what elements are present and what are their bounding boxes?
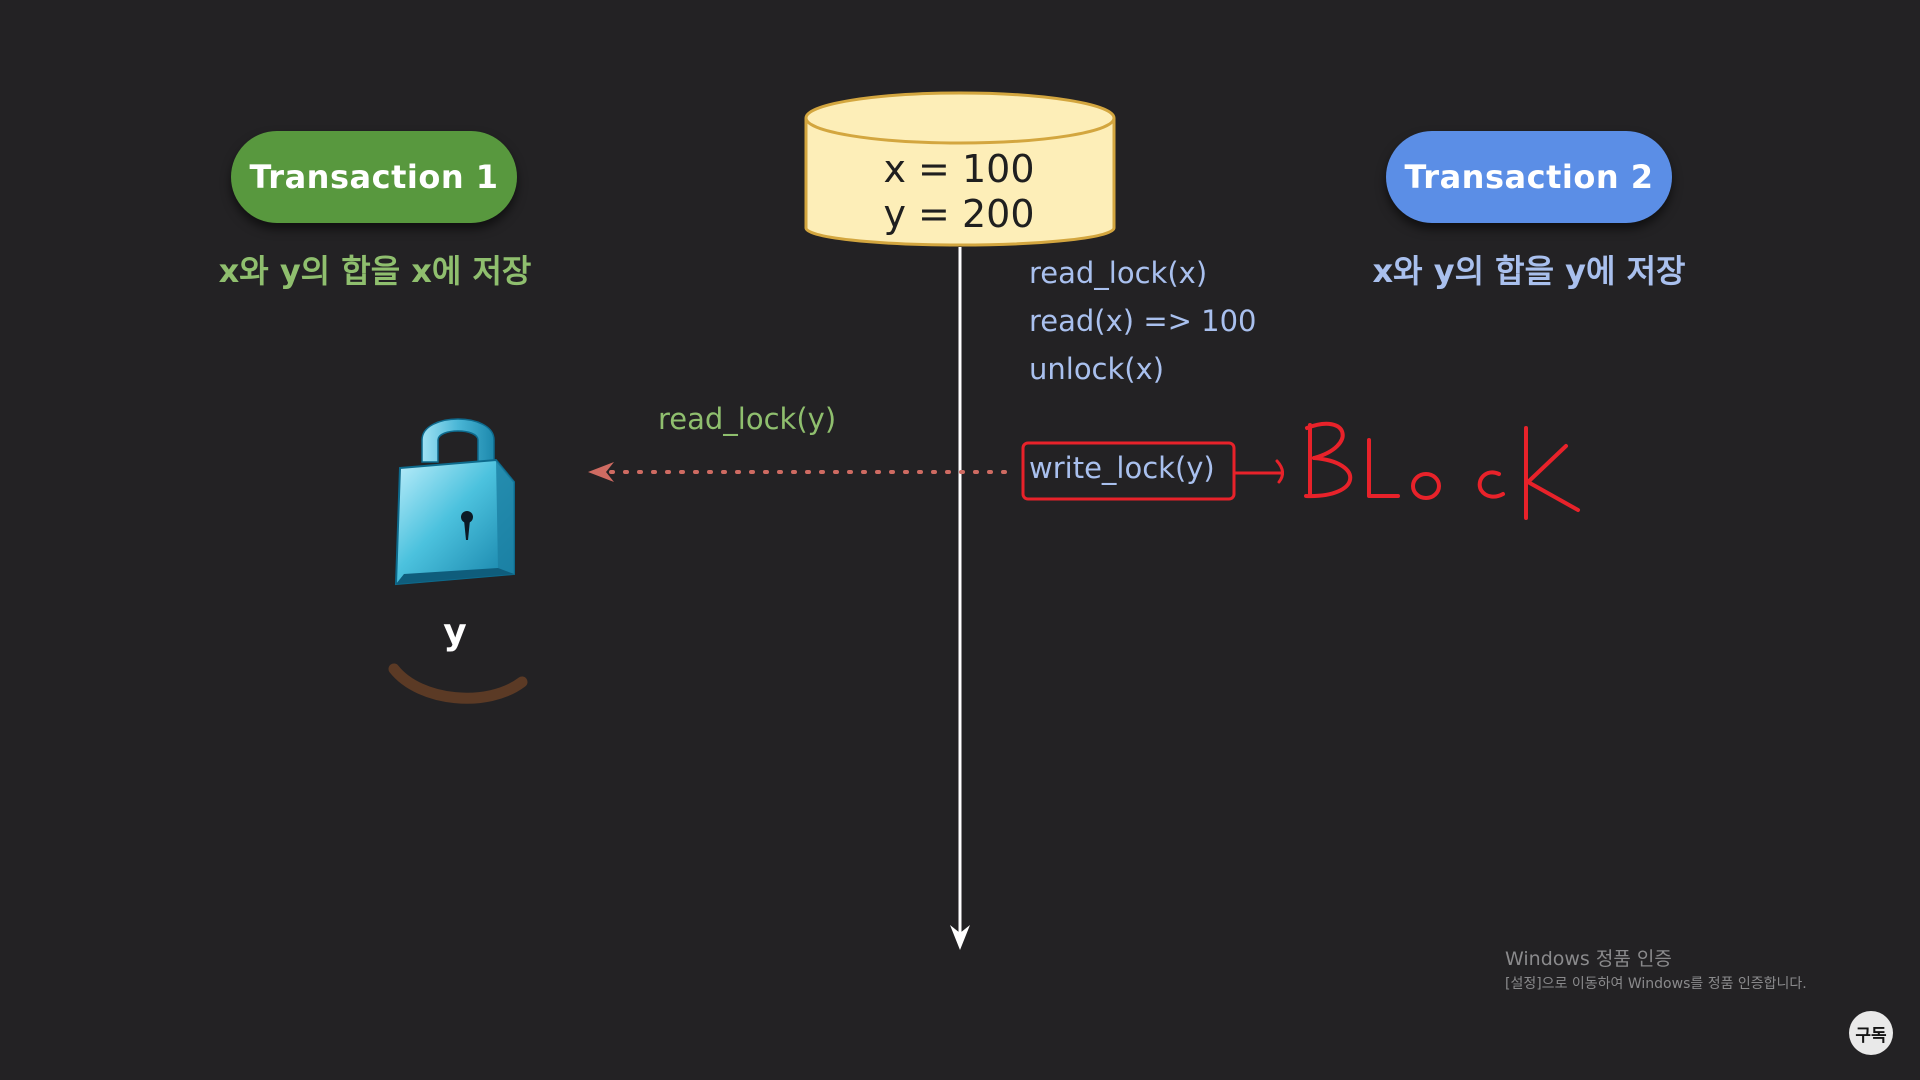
op-read-lock-x: read_lock(x) xyxy=(1029,256,1208,290)
database-cylinder xyxy=(804,91,1116,247)
block-handwriting xyxy=(1304,421,1580,520)
windows-activation-watermark: Windows 정품 인증 [설정]으로 이동하여 Windows를 정품 인증… xyxy=(1505,944,1807,993)
request-arrow xyxy=(588,462,1007,482)
lock-label: y xyxy=(443,612,467,653)
op-unlock-x: unlock(x) xyxy=(1029,352,1165,386)
watermark-title: Windows 정품 인증 xyxy=(1505,948,1672,970)
database-x-value: x = 100 xyxy=(883,147,1035,191)
transaction-2-description: x와 y의 합을 y에 저장 xyxy=(1372,252,1686,290)
block-highlight-box xyxy=(1021,441,1236,501)
watermark-subtitle: [설정]으로 이동하여 Windows를 정품 인증합니다. xyxy=(1505,976,1807,992)
op-write-lock-y: write_lock(y) xyxy=(1029,451,1215,485)
smile-curve xyxy=(388,663,528,704)
op-read-lock-y: read_lock(y) xyxy=(658,402,837,436)
padlock-icon xyxy=(394,418,515,586)
transaction-2-pill: Transaction 2 xyxy=(1386,131,1672,223)
transaction-1-pill: Transaction 1 xyxy=(231,131,517,223)
timeline-arrow xyxy=(950,247,970,950)
database-y-value: y = 200 xyxy=(883,192,1035,236)
op-read-x: read(x) => 100 xyxy=(1029,304,1257,338)
block-connector-arrow xyxy=(1232,459,1284,484)
transaction-1-description: x와 y의 합을 x에 저장 xyxy=(218,252,532,290)
subscribe-button[interactable]: 구독 xyxy=(1849,1011,1893,1055)
